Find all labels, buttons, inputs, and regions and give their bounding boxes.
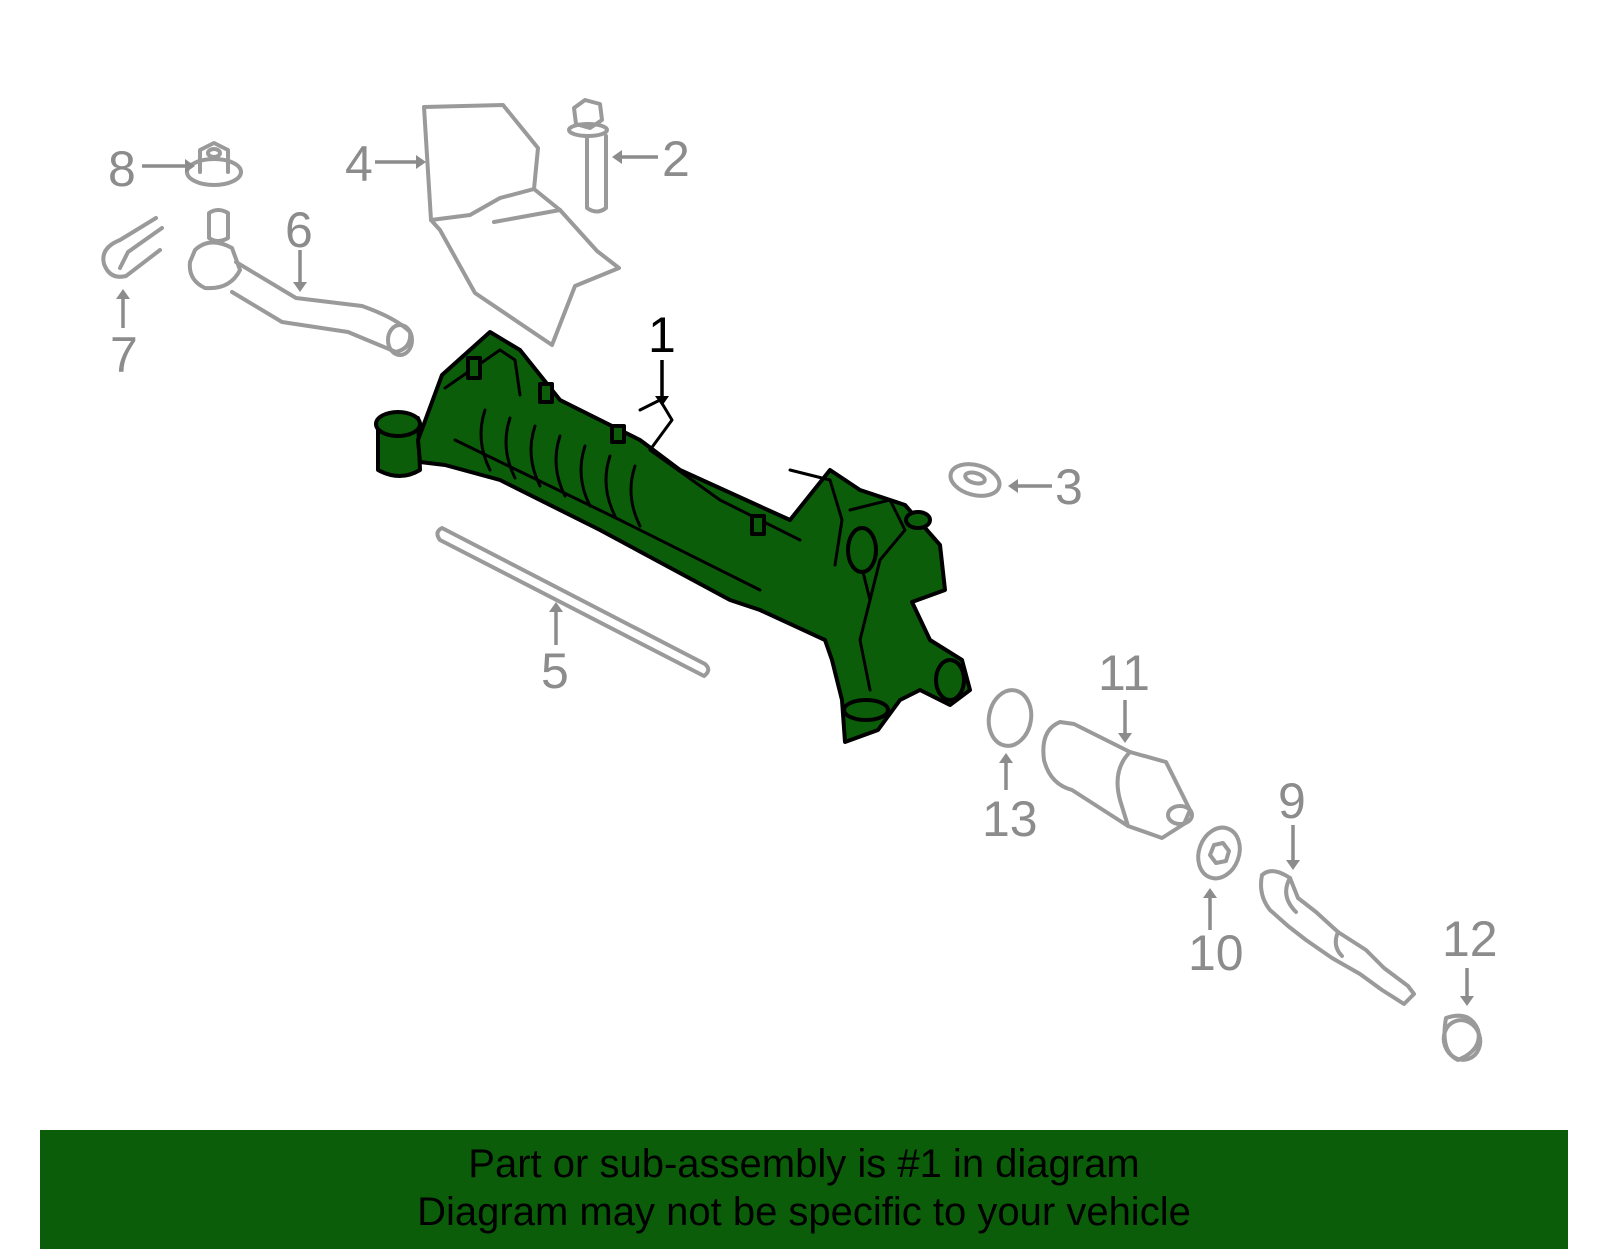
- part-5-rod: [435, 526, 711, 678]
- callout-11: 11: [1098, 645, 1150, 701]
- callout-7: 7: [110, 327, 138, 383]
- arrowhead-8: [185, 159, 195, 173]
- part-6-tie-rod-end: [187, 208, 414, 357]
- callout-5: 5: [541, 643, 569, 699]
- part-1-steering-rack: [374, 330, 972, 744]
- arrowhead-2: [612, 150, 622, 164]
- part-13-o-ring: [986, 688, 1034, 748]
- part-11-boot: [1041, 720, 1194, 840]
- callout-13: 13: [982, 791, 1038, 847]
- callout-8: 8: [108, 141, 136, 197]
- arrowhead-10: [1203, 888, 1217, 898]
- part-8-flange-nut: [185, 141, 243, 187]
- callout-4: 4: [345, 136, 373, 192]
- arrowhead-9: [1286, 860, 1300, 870]
- callout-1: 1: [648, 307, 676, 363]
- arrowhead-5: [549, 602, 563, 612]
- parts-diagram: 8 4 2 7 6: [101, 98, 1498, 1062]
- part-3-washer: [948, 462, 1002, 498]
- banner-line-part: Part or sub-assembly is #1 in diagram: [468, 1142, 1140, 1186]
- callout-2: 2: [662, 131, 690, 187]
- arrowhead-4: [416, 155, 426, 169]
- callout-3: 3: [1055, 459, 1083, 515]
- callout-10: 10: [1188, 925, 1244, 981]
- part-7-cotter-pin: [101, 216, 164, 279]
- part-4-heat-shield: [422, 103, 621, 347]
- callout-12: 12: [1442, 911, 1498, 967]
- part-9-inner-tie-rod: [1259, 869, 1416, 1006]
- callout-9: 9: [1278, 773, 1306, 829]
- disclaimer-banner: Part or sub-assembly is #1 in diagram Di…: [40, 1130, 1568, 1249]
- arrowhead-11: [1118, 733, 1132, 743]
- banner-line-disclaimer: Diagram may not be specific to your vehi…: [417, 1190, 1191, 1234]
- arrowhead-1: [655, 396, 669, 406]
- part-12-cap: [1441, 1013, 1483, 1062]
- arrowhead-3: [1008, 479, 1018, 493]
- callout-6: 6: [285, 202, 313, 258]
- part-10-lock-washer: [1196, 825, 1242, 881]
- arrowhead-12: [1460, 996, 1474, 1006]
- arrowhead-6: [293, 282, 307, 292]
- arrowhead-13: [999, 753, 1013, 763]
- arrowhead-7: [116, 289, 130, 299]
- part-2-bolt: [567, 98, 609, 214]
